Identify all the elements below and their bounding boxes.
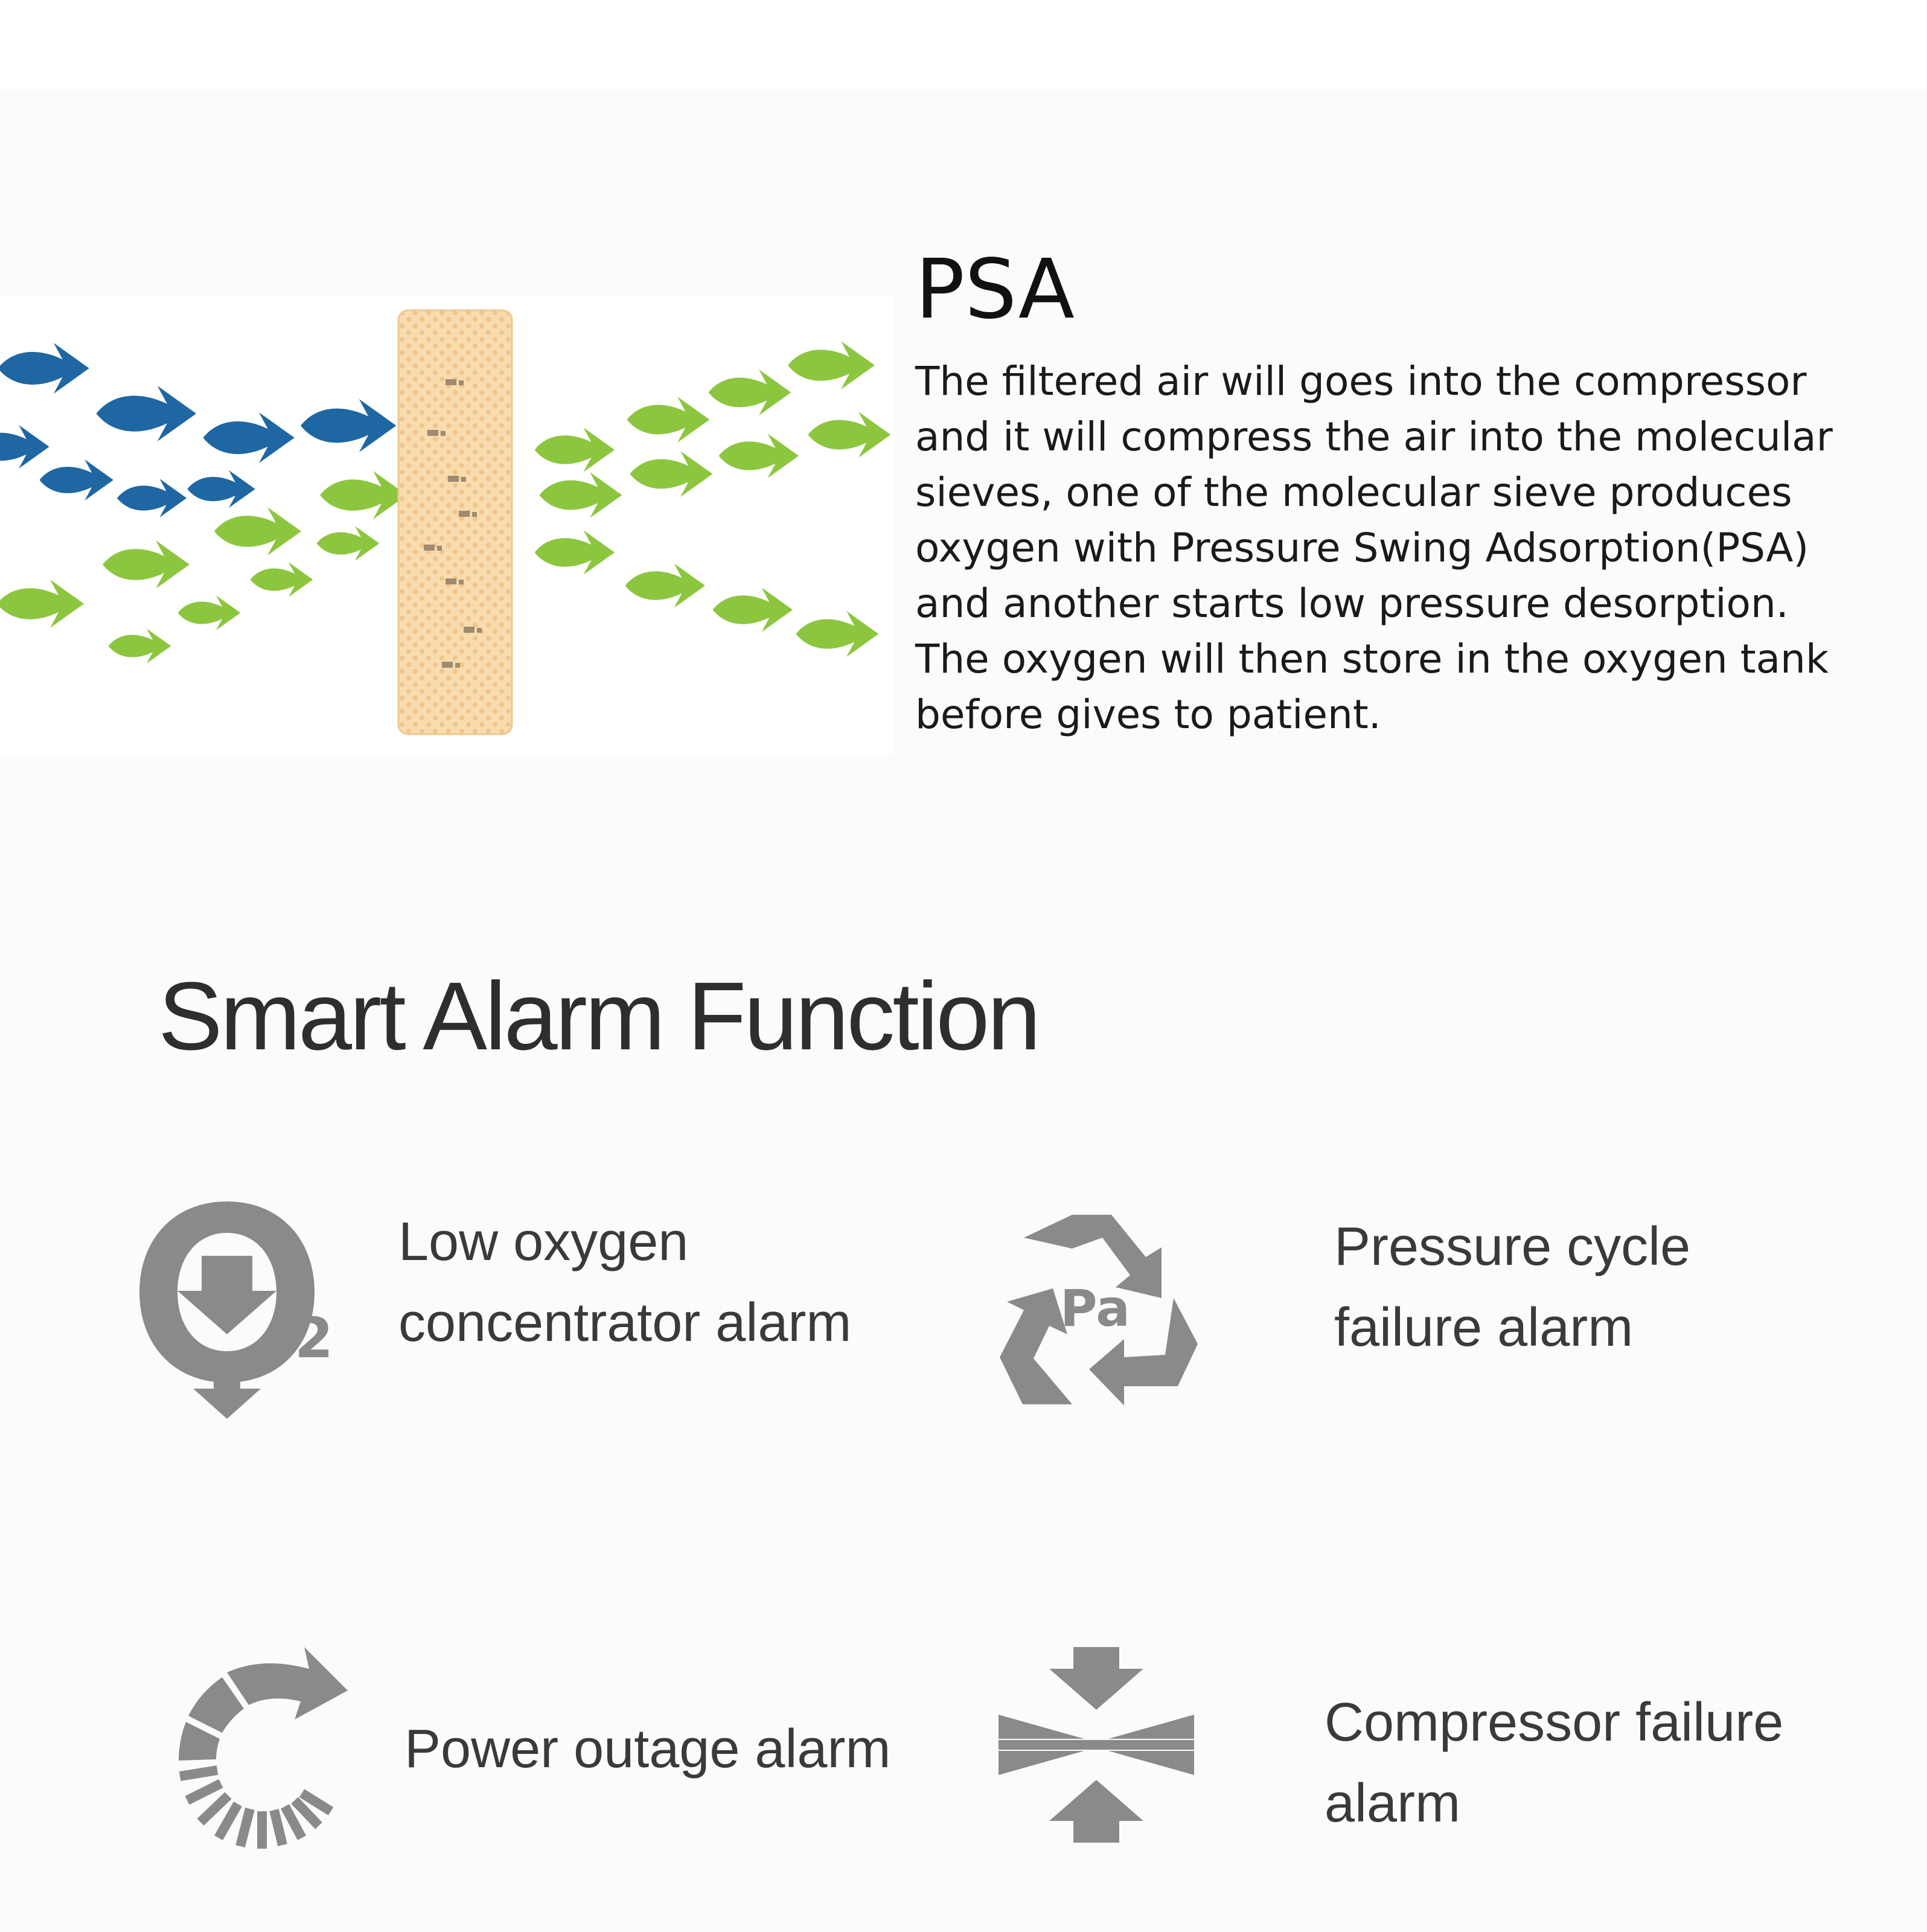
air-arrow-icon: [39, 459, 113, 501]
oxygen-arrow-icon: [108, 629, 171, 664]
air-arrow-icon: [203, 412, 295, 463]
oxygen-arrow-icon: [320, 471, 407, 519]
alarm-label-line: failure alarm: [1334, 1297, 1634, 1358]
oxygen-arrow-icon: [796, 611, 879, 657]
alarm-label-line: Power outage alarm: [404, 1719, 891, 1779]
oxygen-arrow-icon: [625, 563, 706, 608]
low-oxygen-icon: 2: [139, 1201, 333, 1419]
oxygen-arrow-icon: [539, 472, 622, 518]
air-arrow-icon: [96, 386, 197, 441]
psa-description-line: sieves, one of the molecular sieve produ…: [915, 469, 1792, 516]
psa-description-line: oxygen with Pressure Swing Adsorption(PS…: [915, 525, 1809, 571]
icon-subscript: 2: [295, 1306, 333, 1371]
alarm-label-line: Pressure cycle: [1334, 1217, 1691, 1277]
power-outage-icon: [179, 1647, 348, 1849]
pressure-cycle-icon: Pa: [1000, 1215, 1198, 1406]
psa-description-line: The oxygen will then store in the oxygen…: [915, 636, 1829, 682]
alarm-label-power-outage: Power outage alarm: [404, 1709, 890, 1790]
molecular-sieve: [397, 309, 513, 735]
psa-title: PSA: [915, 242, 1075, 337]
alarm-label-compressor: Compressor failure alarm: [1325, 1682, 1783, 1844]
air-arrow-icon: [0, 343, 89, 394]
oxygen-arrow-icon: [630, 451, 713, 497]
alarm-label-line: alarm: [1325, 1773, 1461, 1834]
air-arrow-icon: [117, 479, 187, 517]
alarm-label-line: concentrator alarm: [398, 1293, 852, 1353]
section-title: Smart Alarm Function: [158, 962, 1041, 1070]
psa-diagram-panel: [0, 296, 893, 755]
oxygen-arrow-icon: [808, 412, 891, 458]
air-arrow-icon: [187, 470, 255, 508]
oxygen-arrow-icon: [103, 540, 190, 589]
psa-description-line: before gives to patient.: [915, 691, 1381, 738]
oxygen-arrow-icon: [316, 526, 380, 561]
icon-label: Pa: [1060, 1279, 1130, 1338]
oxygen-arrows-right: [534, 341, 891, 657]
oxygen-arrow-icon: [0, 580, 84, 628]
oxygen-arrow-icon: [627, 397, 710, 443]
compressor-icon: [999, 1647, 1194, 1843]
oxygen-arrow-icon: [214, 507, 301, 555]
oxygen-arrow-icon: [534, 427, 615, 472]
psa-diagram: [0, 309, 891, 735]
oxygen-arrow-icon: [534, 530, 615, 575]
alarm-label-line: Low oxygen: [398, 1212, 689, 1272]
air-arrow-icon: [0, 425, 50, 469]
oxygen-arrow-icon: [718, 433, 799, 478]
alarm-label-pressure-cycle: Pressure cycle failure alarm: [1334, 1206, 1690, 1368]
alarm-label-low-oxygen: Low oxygen concentrator alarm: [398, 1201, 851, 1363]
psa-description-line: The filtered air will goes into the comp…: [915, 358, 1807, 405]
psa-description-line: and it will compress the air into the mo…: [915, 414, 1833, 460]
oxygen-arrow-icon: [177, 595, 241, 630]
alarm-label-line: Compressor failure: [1325, 1692, 1784, 1753]
oxygen-arrow-icon: [712, 587, 793, 632]
psa-description: The filtered air will goes into the comp…: [915, 354, 1905, 743]
top-band: [0, 0, 1927, 91]
oxygen-arrow-icon: [250, 562, 313, 597]
psa-description-line: and another starts low pressure desorpti…: [915, 580, 1789, 627]
air-arrow-icon: [301, 399, 397, 452]
oxygen-arrow-icon: [708, 369, 791, 415]
oxygen-arrow-icon: [788, 341, 875, 389]
